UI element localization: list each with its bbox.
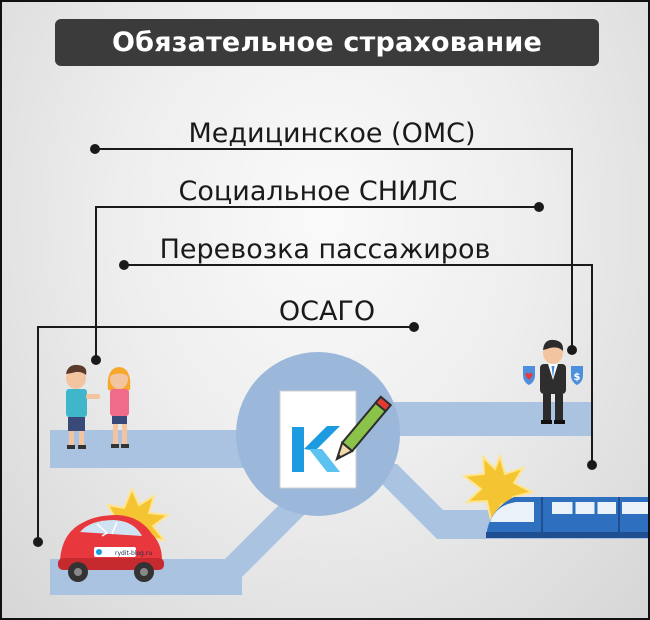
dot-osago-end [33,537,43,547]
dot-snils-end [91,355,101,365]
dot-osago-start [409,322,419,332]
label-oms: Медицинское (ОМС) [188,118,476,149]
train-side-windows [552,502,616,514]
car-windshield [80,520,142,536]
logo-k-stem [292,427,304,472]
connector-snils [95,206,539,360]
car-plate [94,547,136,557]
man-hair [543,339,564,351]
couple-icon [66,364,131,449]
dot-snils-start [534,202,544,212]
logo-k-lower-arm [309,449,340,472]
boy-hair [66,364,87,375]
shield-dollar-icon [571,366,583,385]
businessman-icon [523,339,583,424]
train-cab-window [490,502,534,522]
logo-k-upper-arm [304,426,340,451]
page-title: Обязательное страхование [112,27,542,58]
car-badge-text: rydit-blog.ru [115,550,152,557]
dot-oms-end [567,345,577,355]
dot-oms-start [90,144,100,154]
dot-passengers-start [119,260,129,270]
boy-shirt [66,389,87,417]
label-snils: Социальное СНИЛС [178,176,458,207]
shield-heart-symbol: ♥ [525,372,534,383]
connector-passengers [124,264,593,465]
shield-dollar-symbol: $ [574,372,581,383]
label-osago: ОСАГО [278,296,376,327]
dot-passengers-end [587,460,597,470]
title-banner: Обязательное страхование [55,19,599,66]
train-icon [486,497,648,538]
document-logo-icon [279,390,393,489]
connector-osago [37,326,414,542]
connector-oms [95,148,573,350]
pen-icon [335,395,393,462]
label-passengers: Перевозка пассажиров [159,234,491,265]
connector-dots [33,144,597,547]
girl-dress [110,389,129,416]
shield-heart-icon [523,366,535,385]
boy-shorts [68,417,85,431]
car-body [60,515,162,560]
car-icon [58,515,164,582]
connector-lines [37,148,593,542]
